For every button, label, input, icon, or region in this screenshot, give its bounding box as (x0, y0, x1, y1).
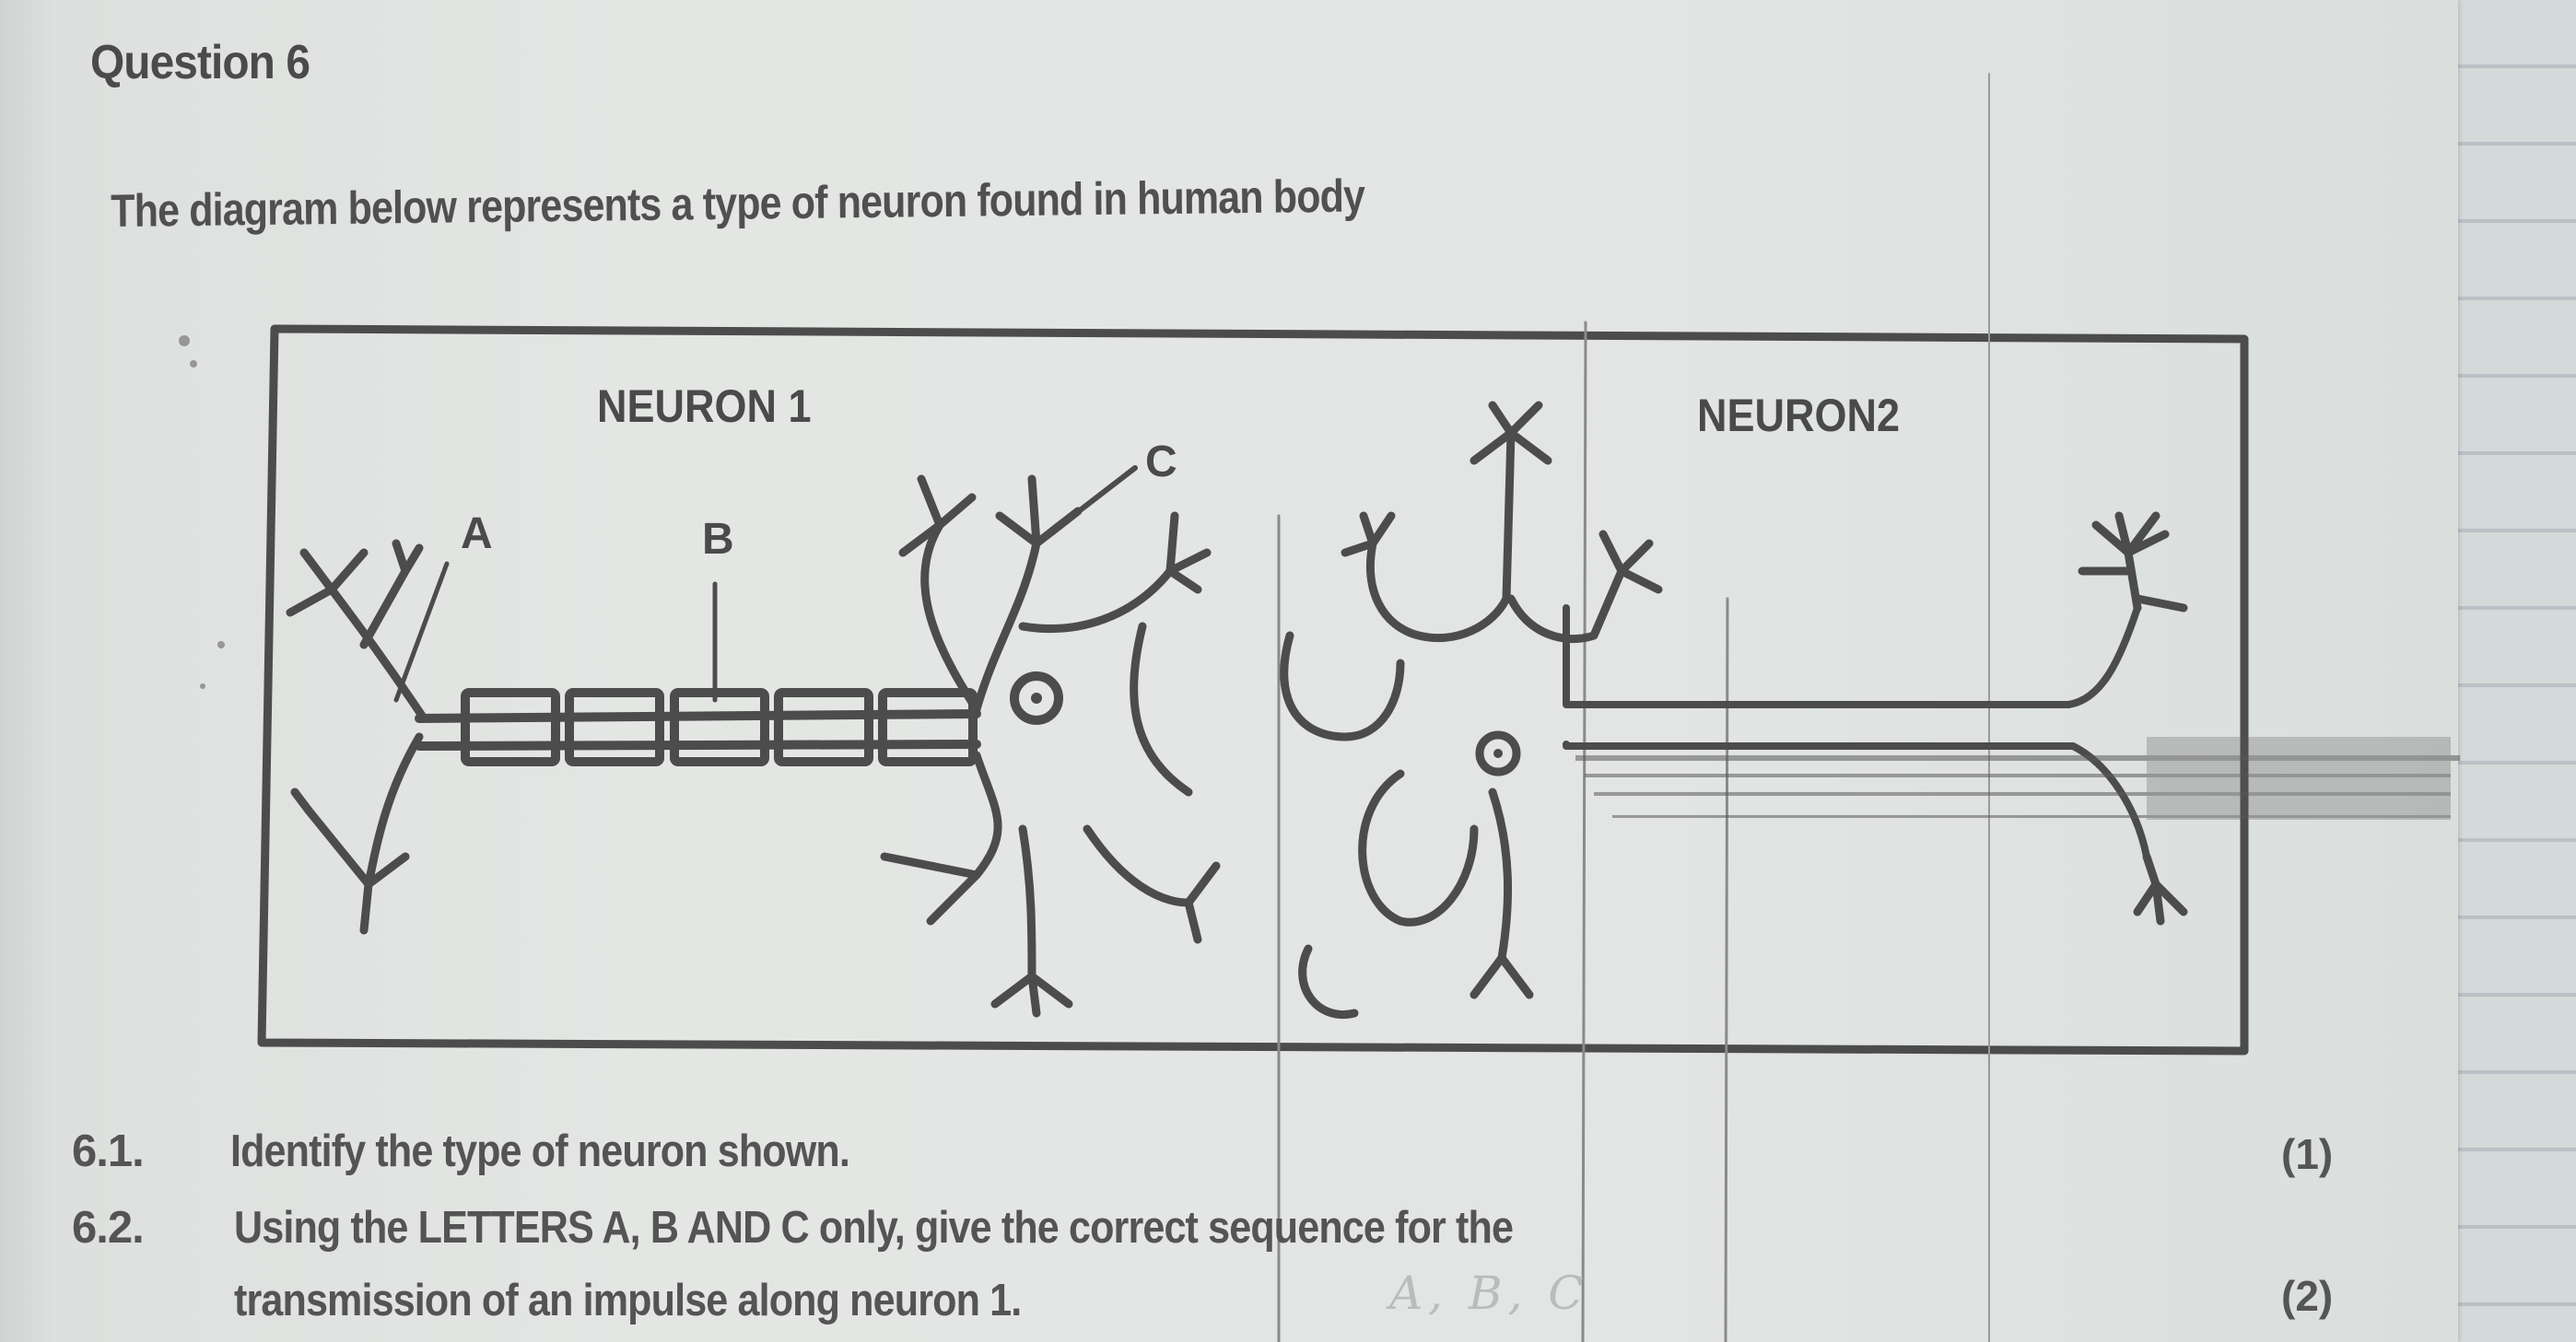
question-text-line2: transmission of an impulse along neuron … (234, 1276, 1022, 1325)
myelin-sheath (415, 688, 981, 766)
exam-paper-sheet: Question 6 The diagram below represents … (0, 0, 2458, 1342)
neuron1-cell-body (880, 474, 1221, 1018)
handwritten-pencil-answer: A, B, C (1389, 1266, 1589, 1320)
neuron1-nucleus (1010, 671, 1063, 725)
question-heading: Question 6 (90, 36, 310, 89)
diagram-label-c: C (1145, 438, 1177, 486)
diagram-frame (257, 324, 2249, 1056)
question-6-1-marks: (1) (2281, 1130, 2334, 1178)
diagram-label-a: A (461, 509, 493, 558)
question-text: Identify the type of neuron shown. (230, 1126, 850, 1176)
neuron2-axon (1563, 604, 2150, 860)
question-6-2-marks: (2) (2281, 1272, 2334, 1320)
neuron2-cell-body (1280, 401, 1663, 1019)
photocopy-noise (179, 335, 2460, 820)
diagram-label-b: B (702, 515, 734, 564)
neuron2-terminal-bottom (2133, 852, 2188, 926)
question-number: 6.2. (72, 1203, 145, 1253)
neuron2-label: NEURON2 (1697, 390, 1901, 441)
notebook-paper-background (2455, 0, 2576, 1342)
neuron2-nucleus (1475, 730, 1521, 776)
question-number: 6.1. (72, 1126, 145, 1176)
question-text-line1: Using the LETTERS A, B AND C only, give … (234, 1203, 1514, 1253)
neuron2-terminal-top (2078, 511, 2188, 613)
neuron1-label: NEURON 1 (597, 380, 812, 432)
neuron1-dendrites-left (286, 539, 428, 935)
